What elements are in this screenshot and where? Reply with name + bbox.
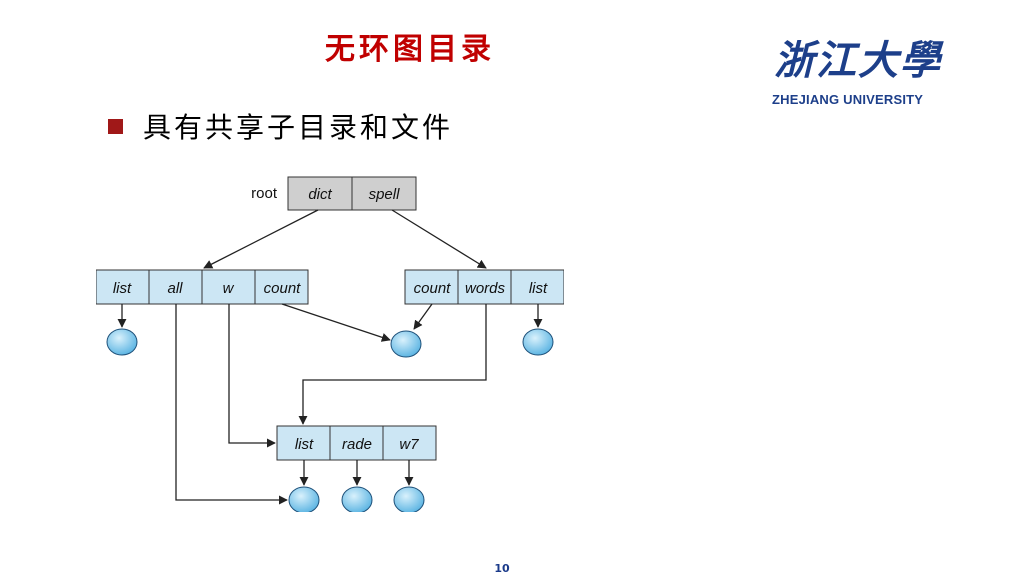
- university-logo: 浙江大學 ZHEJIANG UNIVERSITY: [770, 28, 960, 112]
- bullet-item: 具有共享子目录和文件: [108, 106, 453, 146]
- file-node-shared-list: [288, 486, 320, 512]
- acyclic-graph-directory-diagram: root dict spell list all w count count w…: [96, 176, 564, 512]
- dict-entry-list: list: [113, 280, 132, 297]
- file-node-dict-list: [106, 328, 138, 356]
- w-entry-w7: w7: [399, 436, 419, 453]
- root-cell-spell: [351, 176, 417, 211]
- file-node-shared-count: [390, 330, 422, 358]
- w-entry-list: list: [295, 436, 314, 453]
- graph-edges: [117, 209, 543, 505]
- dict-entry-count: count: [264, 280, 302, 297]
- w-entry-rade: rade: [342, 436, 372, 453]
- spell-directory: count words list: [404, 269, 564, 305]
- logo-script: 浙江大學: [774, 37, 942, 84]
- spell-entry-words: words: [465, 280, 506, 297]
- root-directory: dict spell: [287, 176, 417, 211]
- dict-cell-count: [254, 269, 309, 305]
- spell-entry-count: count: [414, 280, 452, 297]
- slide-title: 无环图目录: [325, 32, 495, 67]
- file-node-w7: [393, 486, 425, 512]
- edge-dict-count-file: [281, 303, 391, 342]
- edge-spell-count-file: [413, 303, 433, 330]
- dict-directory: list all w count: [96, 269, 309, 305]
- root-entry-spell: spell: [369, 186, 401, 203]
- dict-cell-all: [148, 269, 203, 305]
- root-entry-dict: dict: [308, 186, 332, 203]
- file-node-spell-list: [522, 328, 554, 356]
- w-directory: list rade w7: [276, 425, 437, 461]
- root-cell-dict: [287, 176, 353, 211]
- edge-root-dict: [203, 209, 319, 269]
- edge-root-spell: [391, 209, 487, 269]
- edge-dict-all-file: [175, 304, 288, 505]
- edge-dict-w-dir: [228, 304, 276, 448]
- spell-cell-count: [404, 269, 459, 305]
- dict-entry-all: all: [167, 280, 183, 297]
- file-node-rade: [341, 486, 373, 512]
- bullet-square-icon: [108, 118, 123, 134]
- w-cell-list: [276, 425, 331, 461]
- root-label: root: [251, 185, 278, 202]
- file-nodes: [106, 328, 554, 512]
- spell-cell-list: [510, 269, 564, 305]
- w-cell-w7: [382, 425, 437, 461]
- edge-spell-words-dir: [298, 304, 487, 425]
- dict-entry-w: w: [223, 280, 235, 297]
- bullet-text: 具有共享子目录和文件: [143, 111, 454, 144]
- logo-subtitle: ZHEJIANG UNIVERSITY: [772, 92, 924, 107]
- page-number: 10: [494, 562, 510, 575]
- spell-entry-list: list: [529, 280, 548, 297]
- dict-cell-w: [201, 269, 256, 305]
